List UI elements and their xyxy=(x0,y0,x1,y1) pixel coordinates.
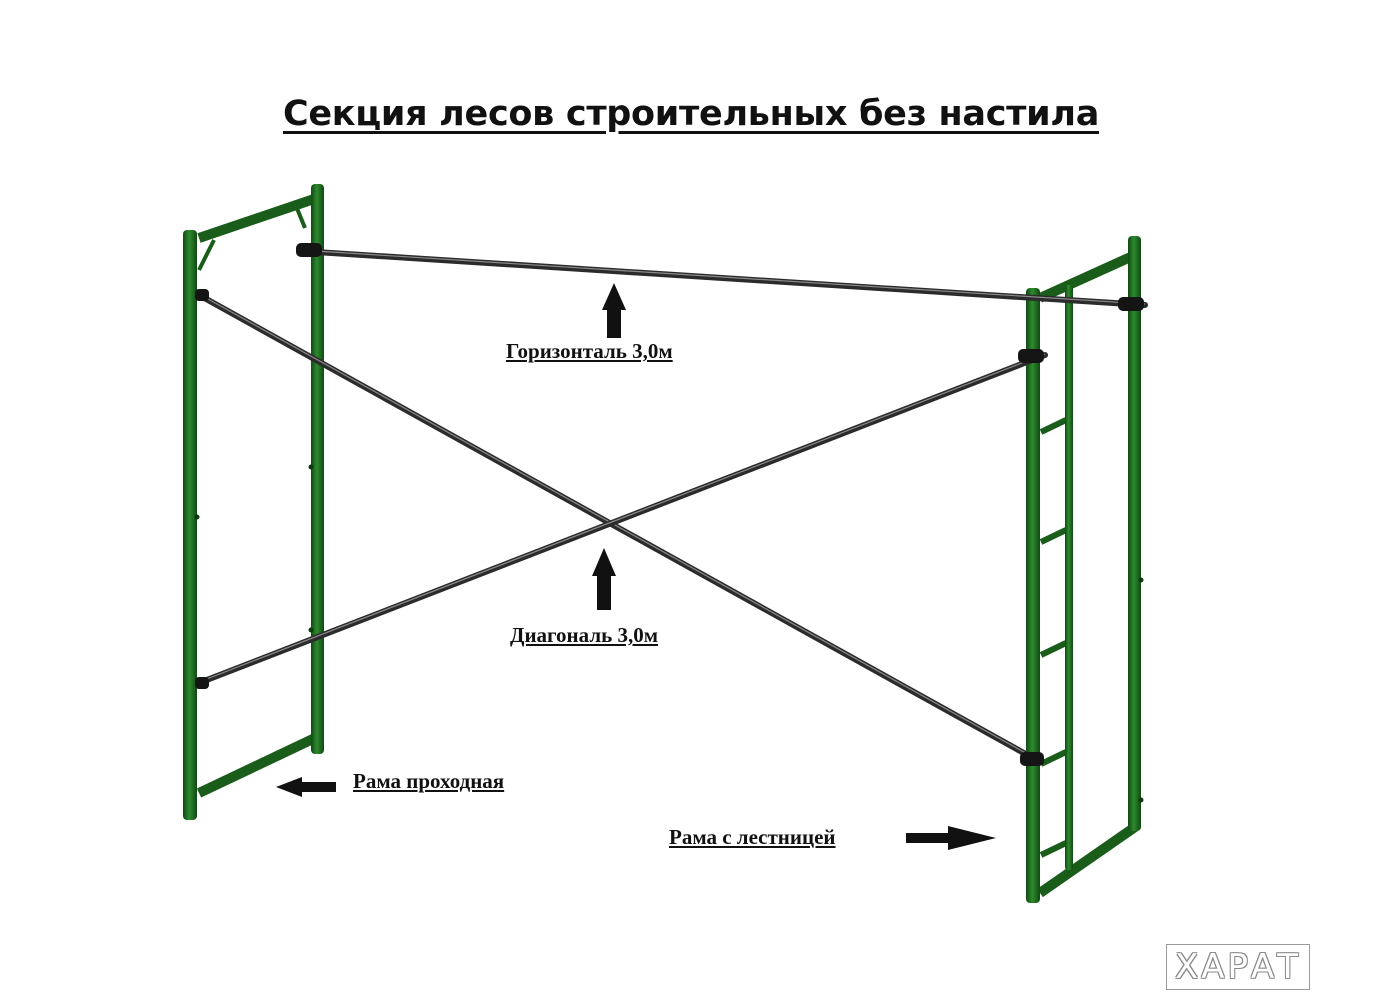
walk-frame-label: Рама проходная xyxy=(353,769,505,793)
diagonal-bar xyxy=(196,352,1048,686)
ladder-rung xyxy=(1039,749,1068,767)
frame-top-bar xyxy=(197,193,319,243)
ladder-rung xyxy=(1039,527,1068,545)
bar-clamp xyxy=(1118,297,1144,311)
walk-through-frame xyxy=(183,184,324,820)
ladder-rung xyxy=(1039,417,1068,435)
bar-clamp xyxy=(296,243,322,257)
frame-brace xyxy=(294,205,307,229)
frame-bottom-bar xyxy=(1037,822,1138,898)
ladder-rung xyxy=(1039,840,1068,858)
frame-pin xyxy=(1138,797,1144,803)
arrow-left-walk-frame xyxy=(276,777,336,797)
horizontal-label: Горизонталь 3,0м xyxy=(506,339,673,363)
bar-clamp xyxy=(1020,752,1044,766)
ladder-frame xyxy=(1026,236,1144,903)
bar-clamp xyxy=(195,677,209,689)
bar-clamp xyxy=(195,289,209,301)
frame-brace xyxy=(197,239,216,271)
frame-pin xyxy=(1138,577,1144,583)
frame-pin xyxy=(308,464,314,470)
ladder-rail xyxy=(1065,285,1073,870)
horizontal-bar xyxy=(296,243,1148,311)
bar-clamp xyxy=(1018,349,1044,363)
frame-post-right xyxy=(1128,236,1141,831)
arrow-up-horizontal xyxy=(602,283,626,338)
diagonal-bar xyxy=(196,292,1043,765)
frame-post-right xyxy=(311,184,324,754)
ladder-rung xyxy=(1039,640,1068,658)
frame-bottom-bar xyxy=(196,732,320,798)
frame-top-bar xyxy=(1037,250,1138,303)
frame-pin xyxy=(194,514,200,520)
frame-pin xyxy=(308,627,314,633)
ladder-frame-label: Рама с лестницей xyxy=(669,825,836,849)
frame-post-left xyxy=(1026,288,1040,903)
diagram-title: Секция лесов строительных без настила xyxy=(282,94,1100,134)
diagonal-label: Диагональ 3,0м xyxy=(510,623,659,647)
arrow-right-ladder-frame xyxy=(906,826,996,850)
watermark-logo: ХАРАТ xyxy=(1166,944,1310,990)
diagonal-bars xyxy=(195,289,1048,766)
frame-post-left xyxy=(183,230,197,820)
arrow-up-diagonal xyxy=(592,548,616,610)
